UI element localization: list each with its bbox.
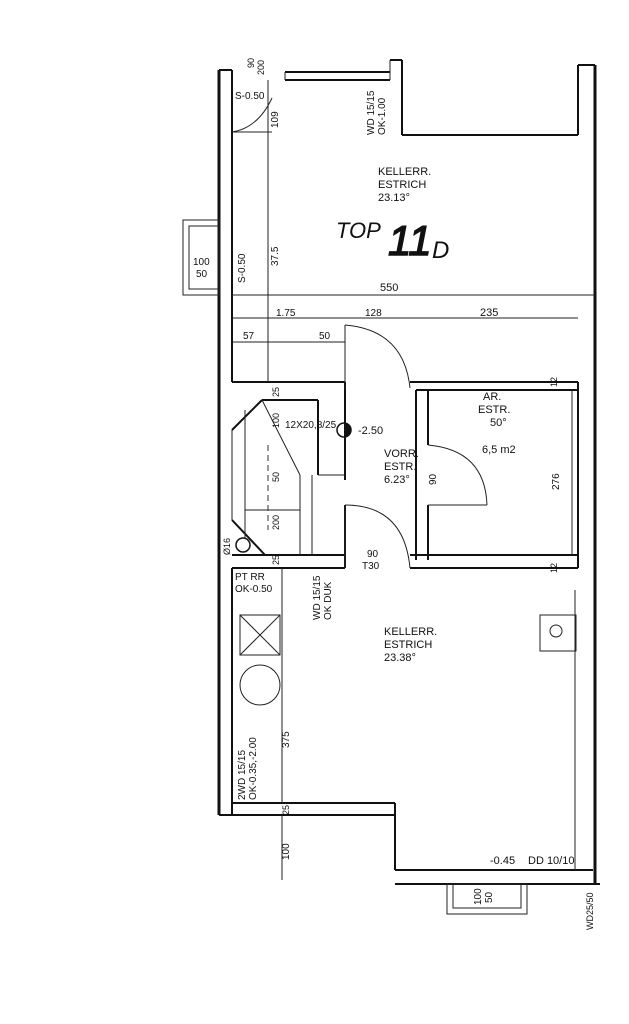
pipe-diameter-label: Ø16 [222, 538, 232, 555]
title-number: 11 [388, 217, 432, 264]
dim-90: 90 [246, 58, 256, 68]
doors [231, 97, 488, 569]
dim-375-low: 375 [281, 731, 292, 748]
dim-235: 235 [480, 307, 498, 319]
room-upper-basement: KELLERR. ESTRICH 23.13° [378, 166, 431, 204]
annotations: S-0.50 S-0.50 WD 15/15 OK-1.00 12X20,8/2… [193, 90, 595, 930]
window-left-height: 50 [196, 269, 208, 280]
room-area: 23.13° [378, 192, 410, 204]
wd-low-label-1: 2WD 15/15 [237, 750, 248, 800]
wd-top-label-1: WD 15/15 [366, 90, 377, 135]
dim-12-a: 12 [549, 377, 559, 387]
room-size-note: 6,5 m2 [482, 444, 516, 456]
s050-top-label: S-0.50 [235, 91, 265, 102]
door-fire-rating-label: T30 [362, 561, 380, 572]
dimension-values: 90 200 109 37.5 550 1.75 128 235 57 50 1… [243, 58, 562, 860]
dim-50: 50 [319, 331, 331, 342]
room-name: AR. [483, 391, 501, 403]
dim-57: 57 [243, 331, 255, 342]
dim-100-bottom: 100 [281, 843, 292, 860]
fixtures [235, 422, 577, 706]
dim-100-stair: 100 [271, 413, 281, 428]
room-name: KELLERR. [384, 626, 437, 638]
bottom-level-label: -0.45 [490, 855, 515, 867]
room-floor: ESTR. [384, 461, 416, 473]
dim-25-b: 25 [271, 555, 281, 565]
room-name: VORR. [384, 448, 419, 460]
dim-12-b: 12 [549, 563, 559, 573]
room-area: 6.23° [384, 474, 410, 486]
title-suffix: D [432, 237, 449, 264]
wd-top-label-2: OK-1.00 [377, 97, 388, 135]
room-floor: ESTR. [478, 404, 510, 416]
dim-375-top: 37.5 [270, 246, 281, 266]
dim-25-c: 25 [281, 805, 291, 815]
room-floor: ESTRICH [384, 639, 432, 651]
room-name: KELLERR. [378, 166, 431, 178]
dim-25-a: 25 [271, 387, 281, 397]
dim-50-stair: 50 [271, 472, 281, 482]
room-floor: ESTRICH [378, 179, 426, 191]
stair-spec-label: 12X20,8/25 [285, 420, 337, 431]
windows [182, 219, 528, 915]
window-left-width: 100 [193, 257, 210, 268]
wd-corner-label: WD25/50 [585, 892, 595, 930]
stair-level-label: -2.50 [358, 425, 383, 437]
door-width-label: 90 [367, 549, 379, 560]
s050-side-label: S-0.50 [237, 253, 248, 283]
dimension-lines [232, 80, 595, 880]
wd-mid-label-1: WD 15/15 [312, 575, 323, 620]
dim-109: 109 [270, 111, 281, 128]
wd-low-label-2: OK-0.35,-2.00 [248, 737, 259, 800]
window-bottom-width: 100 [473, 888, 484, 905]
pt-rr-label: PT RR [235, 572, 265, 583]
ok-050-label: OK-0.50 [235, 584, 273, 595]
dim-200: 200 [256, 60, 266, 75]
dd-label: DD 10/10 [528, 855, 574, 867]
dim-200-stair: 200 [271, 515, 281, 530]
exterior-walls [217, 59, 600, 885]
dim-276: 276 [551, 473, 562, 490]
room-area: 50° [490, 417, 507, 429]
wd-mid-label-2: OK DUK [323, 581, 334, 620]
room-lower-basement: KELLERR. ESTRICH 23.38° [384, 626, 437, 664]
room-area: 23.38° [384, 652, 416, 664]
title-prefix: TOP [336, 218, 381, 243]
storage-door-width: 90 [428, 473, 439, 485]
dim-550: 550 [380, 282, 398, 294]
dim-175: 1.75 [276, 308, 296, 319]
room-hall: VORR. ESTR. 6.23° [384, 448, 419, 486]
room-storage: AR. ESTR. 50° 6,5 m2 [478, 391, 516, 456]
window-bottom-height: 50 [484, 891, 495, 903]
unit-title: TOP 11 D [336, 216, 449, 264]
dim-128: 128 [365, 308, 382, 319]
